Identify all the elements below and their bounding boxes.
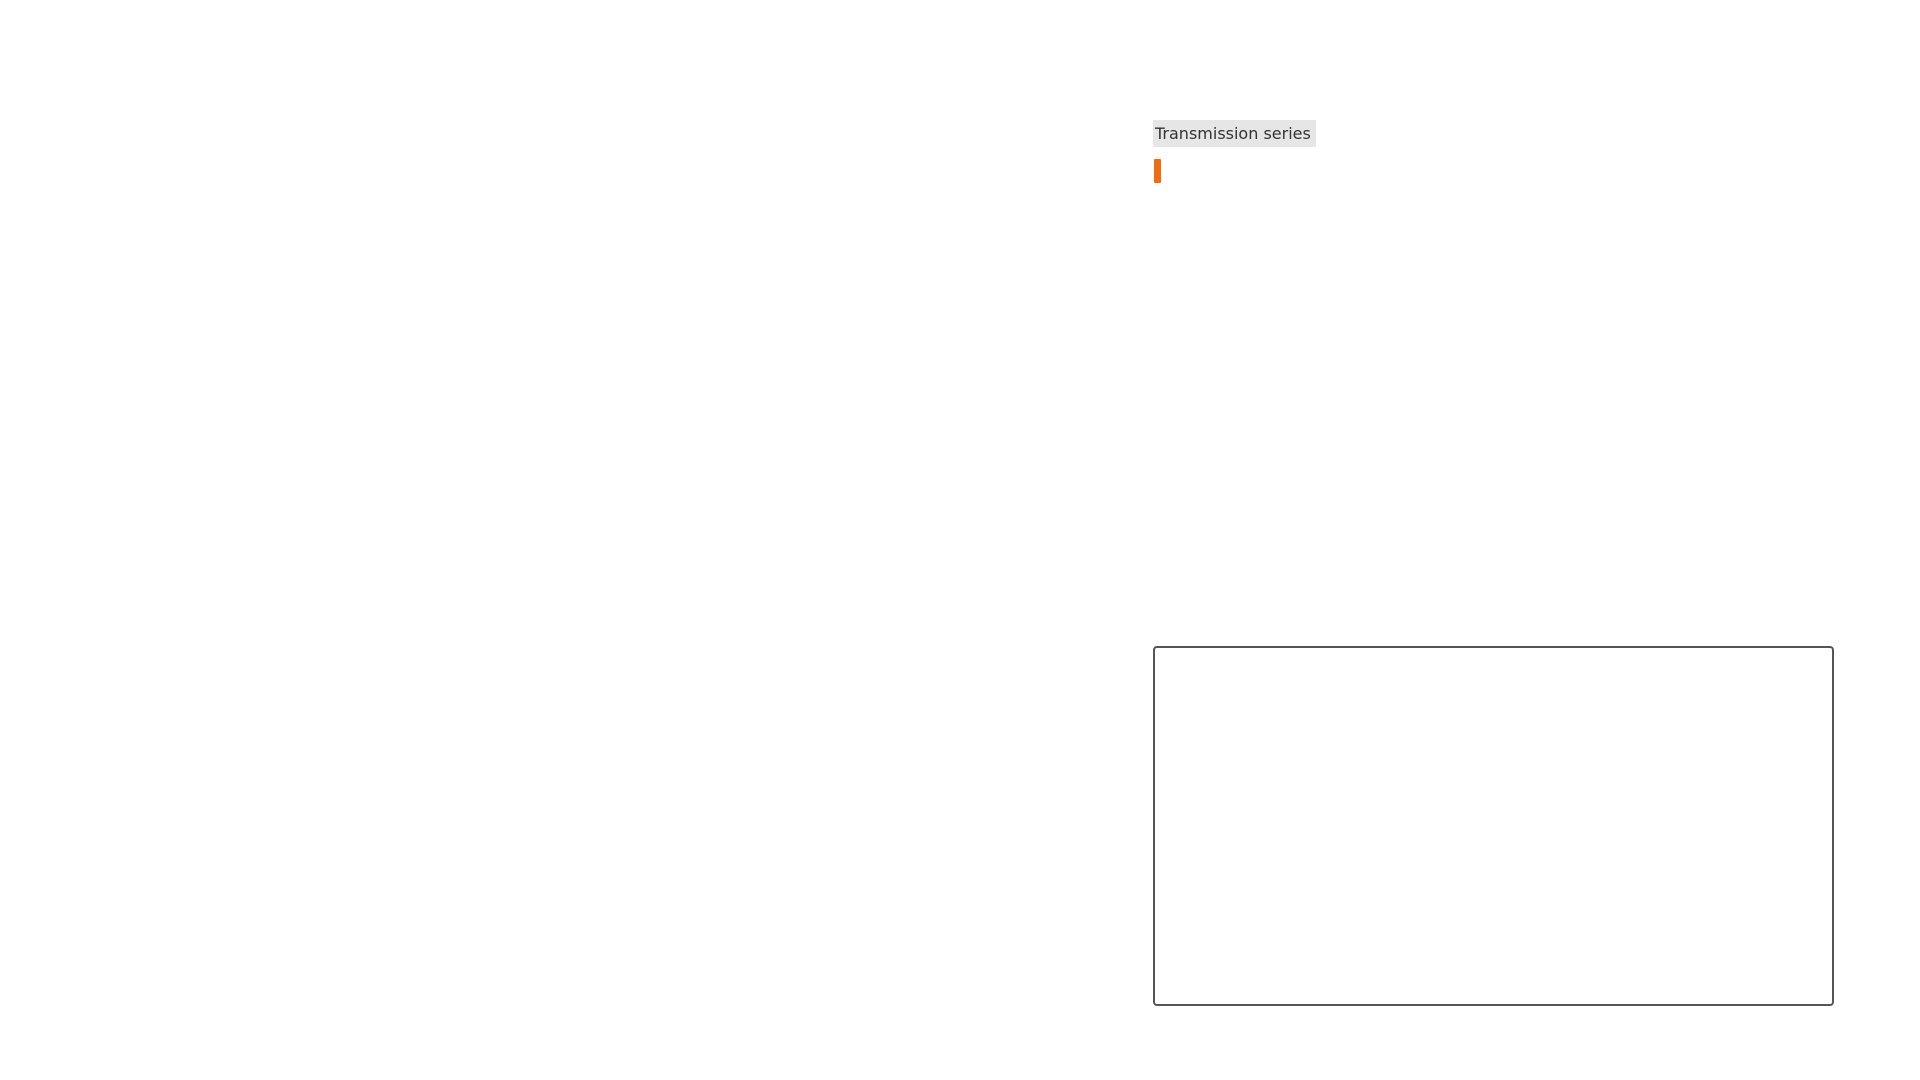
selection-indicator bbox=[1154, 159, 1161, 183]
transmission-series-label: Transmission series bbox=[1153, 120, 1316, 147]
content-panel bbox=[1153, 646, 1834, 1006]
